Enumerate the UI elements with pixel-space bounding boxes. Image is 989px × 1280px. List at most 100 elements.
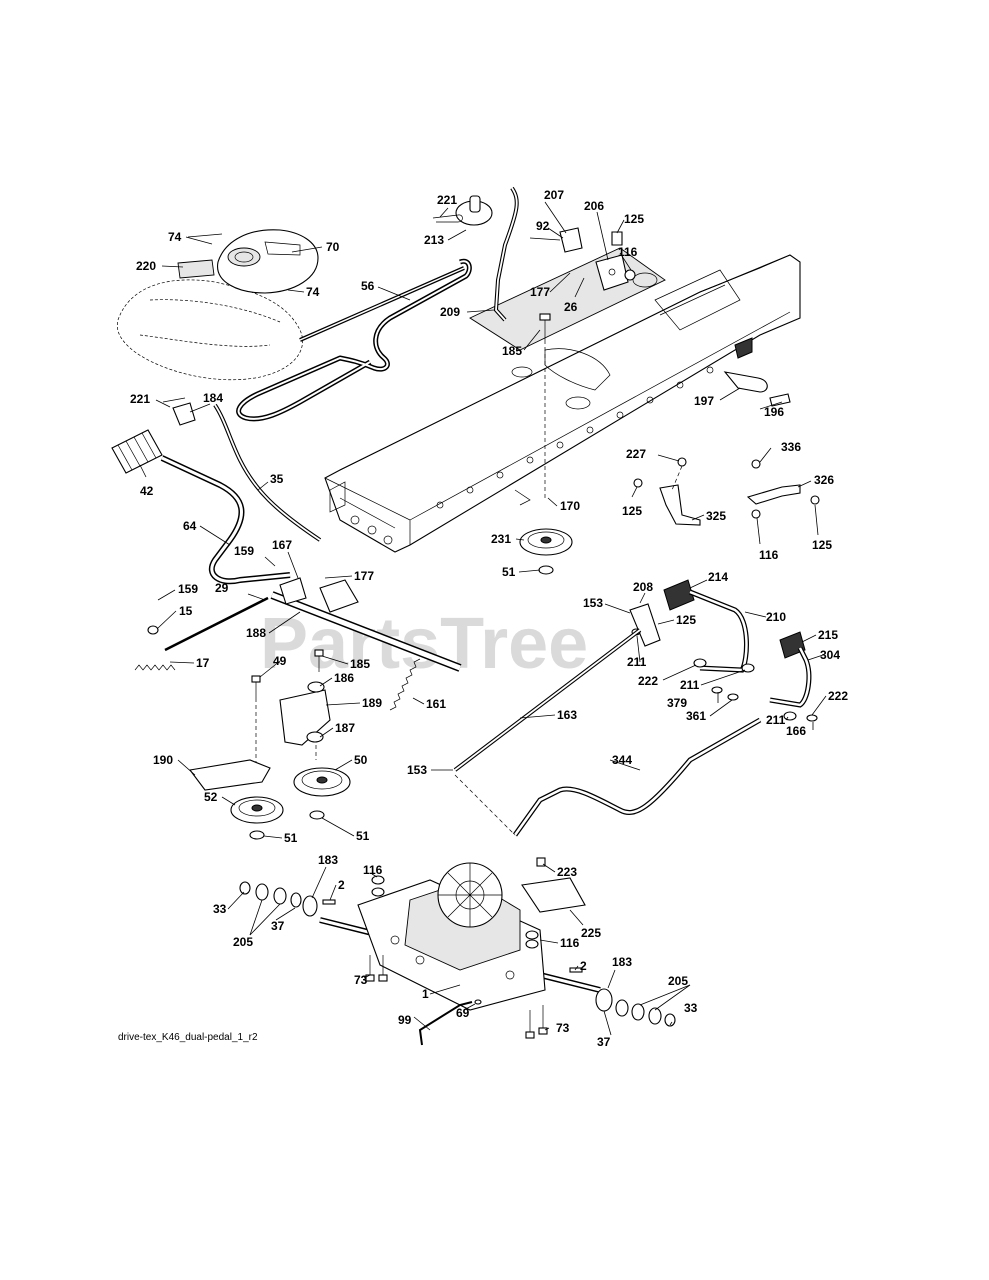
washer-15	[147, 625, 159, 635]
part-number-labels: 221 207 206 125 92 116 213 74 70 220 74 …	[130, 188, 848, 1049]
part-label: 177	[354, 569, 374, 583]
part-label: 177	[530, 285, 550, 299]
part-label: 221	[130, 392, 150, 406]
fuel-tank-cover-drawing	[217, 229, 319, 294]
part-label: 74	[168, 230, 182, 244]
cross-shaft	[270, 577, 462, 672]
seat-pad-220	[177, 259, 215, 279]
part-label: 125	[622, 504, 642, 518]
bracket-325	[633, 457, 701, 526]
transaxle-1	[319, 857, 601, 1011]
part-label: 51	[502, 565, 516, 579]
part-label: 64	[183, 519, 197, 533]
part-label: 325	[706, 509, 726, 523]
part-label: 161	[426, 697, 446, 711]
part-label: 185	[350, 657, 370, 671]
part-label: 205	[233, 935, 253, 949]
part-label: 214	[708, 570, 728, 584]
pulley-50	[293, 767, 351, 820]
part-label: 220	[136, 259, 156, 273]
part-label: 51	[284, 831, 298, 845]
pedal-215	[769, 631, 812, 708]
bracket-207-206	[529, 227, 636, 291]
part-label: 225	[581, 926, 601, 940]
part-label: 196	[764, 405, 784, 419]
part-label: 186	[334, 671, 354, 685]
part-label: 209	[440, 305, 460, 319]
axle-hardware-right	[569, 967, 676, 1027]
part-label: 211	[680, 678, 700, 692]
part-label: 92	[536, 219, 550, 233]
part-label: 361	[686, 709, 706, 723]
part-label: 206	[584, 199, 604, 213]
part-label: 2	[580, 959, 587, 973]
part-label: 125	[676, 613, 696, 627]
part-label: 116	[759, 548, 779, 562]
pulley-231	[514, 489, 573, 575]
part-label: 2	[338, 878, 345, 892]
shift-rod-209	[493, 186, 519, 322]
part-label: 185	[502, 344, 522, 358]
part-label: 73	[556, 1021, 570, 1035]
part-label: 211	[627, 655, 647, 669]
part-label: 29	[215, 581, 229, 595]
part-label: 189	[362, 696, 382, 710]
part-label: 187	[335, 721, 355, 735]
part-label: 70	[326, 240, 340, 254]
part-label: 37	[597, 1035, 611, 1049]
rod-29	[164, 596, 269, 652]
rod-163	[453, 628, 642, 772]
part-label: 50	[354, 753, 368, 767]
part-label: 42	[140, 484, 154, 498]
part-label: 74	[306, 285, 320, 299]
diagram-caption: drive-tex_K46_dual-pedal_1_r2	[118, 1032, 258, 1043]
bolt-185-49	[251, 649, 324, 770]
part-label: 188	[246, 626, 266, 640]
bracket-190	[189, 759, 271, 791]
part-label: 231	[491, 532, 511, 546]
part-label: 33	[684, 1001, 698, 1015]
idler-bracket-189	[279, 681, 331, 760]
part-label: 190	[153, 753, 173, 767]
part-label: 116	[363, 863, 383, 877]
part-label: 166	[786, 724, 806, 738]
part-label: 379	[667, 696, 687, 710]
part-label: 1	[422, 987, 429, 1001]
part-label: 153	[407, 763, 427, 777]
rod-35	[213, 403, 322, 542]
part-label: 73	[354, 973, 368, 987]
grip-42	[111, 429, 163, 474]
brake-lever-197	[723, 371, 791, 407]
axle-hardware-left	[239, 881, 336, 917]
part-label: 207	[544, 188, 564, 202]
part-label: 49	[273, 654, 287, 668]
part-label: 183	[612, 955, 632, 969]
part-label: 56	[361, 279, 375, 293]
part-label: 51	[356, 829, 370, 843]
part-label: 170	[560, 499, 580, 513]
part-label: 221	[437, 193, 457, 207]
seat-cover-drawing	[116, 279, 303, 381]
part-label: 153	[583, 596, 603, 610]
bolt-185-top	[539, 313, 551, 500]
part-label: 326	[814, 473, 834, 487]
part-label: 167	[272, 538, 292, 552]
part-label: 304	[820, 648, 840, 662]
part-label: 99	[398, 1013, 412, 1027]
part-label: 26	[564, 300, 578, 314]
part-label: 69	[456, 1006, 470, 1020]
part-label: 52	[204, 790, 218, 804]
part-label: 183	[318, 853, 338, 867]
part-label: 222	[828, 689, 848, 703]
knob-213	[455, 195, 493, 226]
part-label: 116	[560, 936, 580, 950]
part-label: 116	[618, 245, 638, 259]
part-label: 159	[178, 582, 198, 596]
bolts-73	[365, 955, 548, 1039]
part-label: 125	[812, 538, 832, 552]
knob-184	[162, 397, 196, 426]
part-label: 197	[694, 394, 714, 408]
leader-lines	[139, 201, 827, 1036]
